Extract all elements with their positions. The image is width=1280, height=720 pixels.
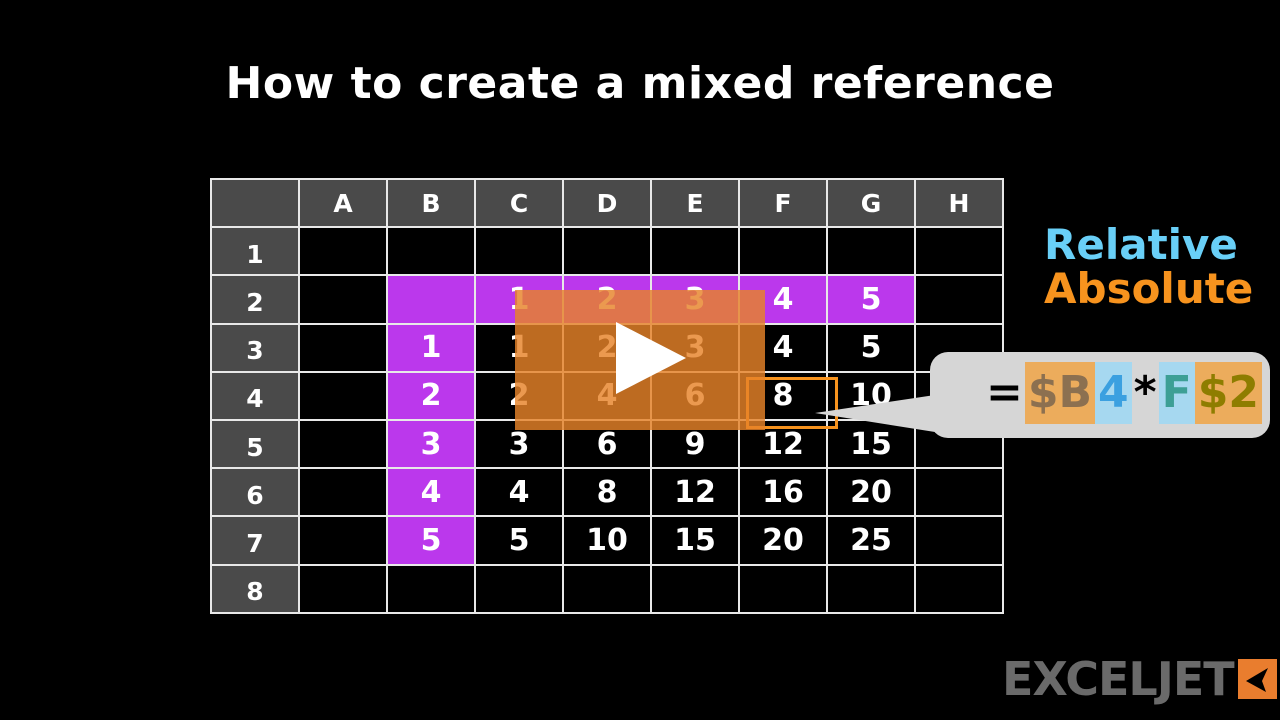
table-row: 7 5 5 10 15 20 25 <box>210 515 1004 566</box>
column-header-h: H <box>914 177 1004 229</box>
cell-g8 <box>826 563 916 614</box>
cell-c8 <box>474 563 564 614</box>
column-header-d: D <box>562 177 652 229</box>
cell-g6: 20 <box>826 467 916 518</box>
logo-text: EXCELJET <box>1002 652 1235 706</box>
column-header-e: E <box>650 177 740 229</box>
cell-f1 <box>738 226 828 277</box>
legend-absolute: Absolute <box>1044 264 1254 313</box>
table-row: 6 4 4 8 12 16 20 <box>210 467 1004 518</box>
cell-c6: 4 <box>474 467 564 518</box>
formula-operator: * <box>1133 367 1157 418</box>
cell-d7: 10 <box>562 515 652 566</box>
cell-a6 <box>298 467 388 518</box>
cell-b7: 5 <box>386 515 476 566</box>
table-row: 8 <box>210 563 1004 614</box>
row-header-8: 8 <box>210 563 300 614</box>
cell-g5: 15 <box>826 418 916 470</box>
formula-equals: = <box>986 367 1023 418</box>
column-header-g: G <box>826 177 916 229</box>
column-header-f: F <box>738 177 828 229</box>
column-header-c: C <box>474 177 564 229</box>
cell-a2 <box>298 274 388 325</box>
cell-b6: 4 <box>386 467 476 518</box>
column-header-b: B <box>386 177 476 229</box>
cell-b5: 3 <box>386 418 476 470</box>
column-header-row: A B C D E F G H <box>210 177 1004 229</box>
cell-c1 <box>474 226 564 277</box>
cell-h8 <box>914 563 1004 614</box>
page-title: How to create a mixed reference <box>225 58 1055 109</box>
cell-a4 <box>298 370 388 421</box>
cell-f6: 16 <box>738 467 828 518</box>
cell-d1 <box>562 226 652 277</box>
cell-a8 <box>298 563 388 614</box>
cell-e6: 12 <box>650 467 740 518</box>
formula-relative-row: 4 <box>1095 362 1132 424</box>
cell-a1 <box>298 226 388 277</box>
cell-b4: 2 <box>386 370 476 421</box>
cell-g4: 10 <box>826 370 916 421</box>
cell-g1 <box>826 226 916 277</box>
cell-h7 <box>914 515 1004 566</box>
play-icon[interactable] <box>616 322 686 394</box>
cell-h2 <box>914 274 1004 325</box>
cell-b8 <box>386 563 476 614</box>
row-header-3: 3 <box>210 322 300 373</box>
cell-d8 <box>562 563 652 614</box>
cell-a7 <box>298 515 388 566</box>
cell-b3: 1 <box>386 322 476 373</box>
cell-e7: 15 <box>650 515 740 566</box>
exceljet-logo: EXCELJET <box>1002 652 1277 706</box>
formula-absolute-row: $2 <box>1194 362 1262 424</box>
row-header-6: 6 <box>210 467 300 518</box>
formula-display: = $B 4 * F $2 <box>986 362 1262 424</box>
corner-cell <box>210 177 300 229</box>
cell-a3 <box>298 322 388 373</box>
row-header-2: 2 <box>210 274 300 325</box>
table-row: 1 <box>210 226 1004 277</box>
formula-relative-column: F <box>1158 362 1195 424</box>
cell-a5 <box>298 418 388 470</box>
row-header-5: 5 <box>210 418 300 470</box>
cell-f7: 20 <box>738 515 828 566</box>
cell-e1 <box>650 226 740 277</box>
formula-absolute-column: $B <box>1024 362 1096 424</box>
row-header-7: 7 <box>210 515 300 566</box>
cell-f8 <box>738 563 828 614</box>
cell-c7: 5 <box>474 515 564 566</box>
cell-b1 <box>386 226 476 277</box>
row-header-1: 1 <box>210 226 300 277</box>
logo-arrow-icon <box>1237 659 1277 699</box>
cell-h6 <box>914 467 1004 518</box>
cell-d6: 8 <box>562 467 652 518</box>
legend-relative: Relative <box>1044 220 1238 269</box>
column-header-a: A <box>298 177 388 229</box>
cell-e8 <box>650 563 740 614</box>
row-header-4: 4 <box>210 370 300 421</box>
table-row: 5 3 3 6 9 12 15 <box>210 418 1004 470</box>
cell-h1 <box>914 226 1004 277</box>
cell-g2: 5 <box>826 274 916 325</box>
cell-b2 <box>386 274 476 325</box>
cell-g7: 25 <box>826 515 916 566</box>
cell-g3: 5 <box>826 322 916 373</box>
